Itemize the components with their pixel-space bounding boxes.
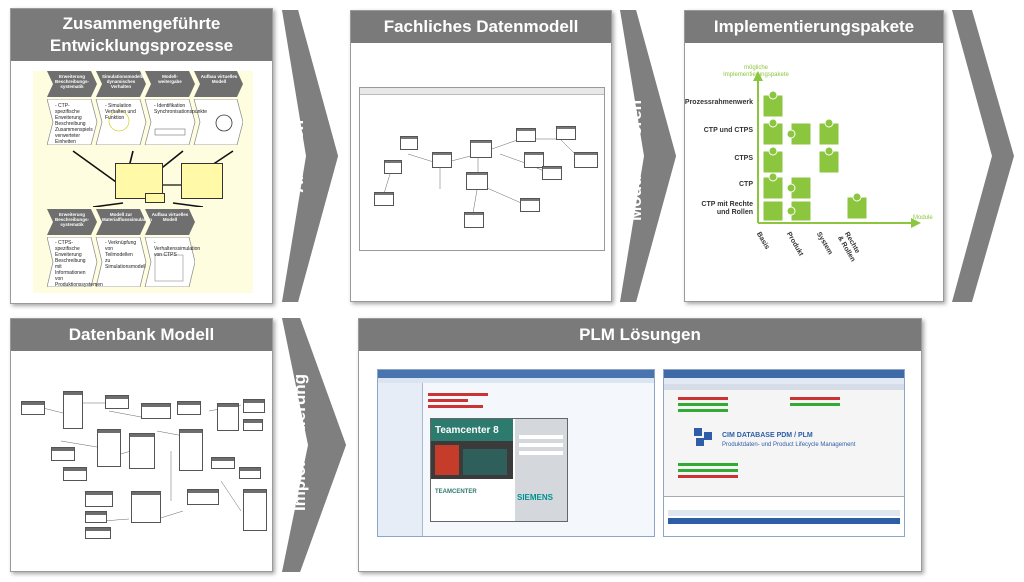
uml-entity xyxy=(542,166,562,180)
cim-subtitle: Produktdaten- und Product Lifecycle Mana… xyxy=(722,442,856,448)
panel-header: Implementierungspakete xyxy=(685,11,943,43)
uml-tabbar xyxy=(360,88,604,95)
y-item-label: CTP mit Rechte und Rollen xyxy=(701,201,753,216)
arrow-mapping: Mapping xyxy=(952,10,1014,302)
chevron-row-bottom: Erweiterung Beschreibungs-systematik Mod… xyxy=(47,209,195,235)
panel-header: Datenbank Modell xyxy=(11,319,272,351)
chevron-label: Modell-weitergabe xyxy=(158,74,182,84)
uml-entity xyxy=(466,172,488,190)
note-text: - Verknüpfung von Teilmodellen zu Simula… xyxy=(105,240,146,270)
teamcenter-splash: Teamcenter 8 TEAMCENTER SIEMENS xyxy=(430,418,568,522)
chevron-label: Aufbau virtuelles Modell xyxy=(200,74,238,84)
arrow-label: Mapping xyxy=(962,128,981,198)
arrow-label: Abbilden xyxy=(288,120,307,193)
db-table xyxy=(243,399,265,413)
yellow-box-small xyxy=(145,193,165,203)
y-item-label: Prozessrahmenwerk xyxy=(684,99,753,106)
uml-entity xyxy=(384,160,402,174)
db-table xyxy=(63,391,83,429)
y-axis-label: mögliche Implementierungspakete xyxy=(723,65,789,78)
panel-entwicklungsprozesse: Zusammengeführte Entwicklungsprozesse Er… xyxy=(10,8,273,304)
panel-implementierungspakete: Implementierungspakete mögliche Implemen… xyxy=(684,10,944,302)
uml-entity xyxy=(516,128,536,142)
puzzle-pieces xyxy=(762,90,868,222)
chevron-label: Erweiterung Beschreibungs-systematik xyxy=(54,212,89,227)
db-table xyxy=(211,457,235,469)
db-table xyxy=(239,467,261,479)
arrow-modularisieren: Modularisieren xyxy=(620,10,676,302)
db-table xyxy=(21,401,45,415)
y-item-label: CTPS xyxy=(734,155,753,162)
y-item-label: CTP xyxy=(739,181,753,188)
uml-entity xyxy=(400,136,418,150)
panel-header: PLM Lösungen xyxy=(359,319,921,351)
cim-database-screenshot: CIM DATABASE PDM / PLM Produktdaten- und… xyxy=(663,369,905,537)
chevron-label: Aufbau virtuelles Modell xyxy=(151,212,189,222)
siemens-logo: SIEMENS xyxy=(517,493,554,502)
note-text: - Verhaltenssimulation von CTPS xyxy=(154,240,201,258)
note-row-bottom: - CTPS-spezifische Erweiterung Beschreib… xyxy=(46,236,201,288)
db-table xyxy=(243,489,267,531)
db-table xyxy=(129,433,155,469)
db-table xyxy=(63,467,87,481)
uml-entity xyxy=(470,140,492,158)
package-axes xyxy=(753,71,921,228)
uml-entity xyxy=(524,152,544,168)
uml-entity xyxy=(374,192,394,206)
note-text: - Identifikation Synchronisationspunkte xyxy=(154,103,208,115)
db-table xyxy=(217,403,239,431)
cim-title: CIM DATABASE PDM / PLM xyxy=(722,432,813,439)
uml-entity xyxy=(520,198,540,212)
db-table xyxy=(179,429,203,471)
note-text: - CTPS-spezifische Erweiterung Beschreib… xyxy=(55,240,103,288)
panel-datenbank: Datenbank Modell xyxy=(10,318,273,572)
yellow-box-right xyxy=(181,163,223,199)
db-table xyxy=(85,491,113,507)
panel-header: Fachliches Datenmodell xyxy=(351,11,611,43)
arrow-implementierung: Implementierung xyxy=(282,318,346,572)
package-chart: mögliche Implementierungspakete Module P… xyxy=(685,43,943,301)
panel-title-line2: Entwicklungsprozesse xyxy=(49,36,234,55)
db-table xyxy=(141,403,171,419)
teamcenter-screenshot: Teamcenter 8 TEAMCENTER SIEMENS xyxy=(377,369,655,537)
process-diagram: Erweiterung Beschreibungs-systematik Sim… xyxy=(33,71,253,293)
panel-header: Zusammengeführte Entwicklungsprozesse xyxy=(11,9,272,61)
y-item-label: CTP und CTPS xyxy=(703,127,753,134)
uml-entity xyxy=(574,152,598,168)
teamcenter-title: Teamcenter 8 xyxy=(435,425,499,436)
note-text: - CTP-spezifische Erweiterung Beschreibu… xyxy=(55,103,93,145)
arrow-label: Implementierung xyxy=(290,374,309,511)
panel-plm: PLM Lösungen Teamcenter 8 TEAMCENTER SIE… xyxy=(358,318,922,572)
db-table xyxy=(51,447,75,461)
db-table xyxy=(97,429,121,467)
chevron-row-top: Erweiterung Beschreibungs-systematik Sim… xyxy=(47,71,243,97)
db-table xyxy=(105,395,129,409)
db-table xyxy=(243,419,263,431)
db-table xyxy=(85,527,111,539)
cim-logo-icon xyxy=(692,426,714,448)
chevron-label: Erweiterung Beschreibungs-systematik xyxy=(54,74,89,89)
uml-entity xyxy=(432,152,452,168)
db-table xyxy=(177,401,201,415)
chevron-label: Modell zur Materialflusssimulation xyxy=(102,212,153,222)
db-table xyxy=(131,491,161,523)
panel-title-line1: Zusammengeführte xyxy=(62,14,221,33)
arrow-abbilden: Abbilden xyxy=(282,10,338,302)
note-row-top: - CTP-spezifische Erweiterung Beschreibu… xyxy=(46,98,244,146)
note-text: - Simulation Verhalten und Funktion xyxy=(105,103,136,121)
db-table xyxy=(85,511,107,523)
uml-entity xyxy=(464,212,484,228)
teamcenter-logo: TEAMCENTER xyxy=(435,489,477,495)
arrow-label: Modularisieren xyxy=(626,100,645,221)
panel-datenmodell: Fachliches Datenmodell xyxy=(350,10,612,302)
uml-diagram xyxy=(359,87,605,251)
uml-entity xyxy=(556,126,576,140)
db-table xyxy=(187,489,219,505)
x-axis-label: Module xyxy=(913,215,933,221)
chevron-label: Simulationsmodelle dynamisches Verhalten xyxy=(102,74,145,89)
